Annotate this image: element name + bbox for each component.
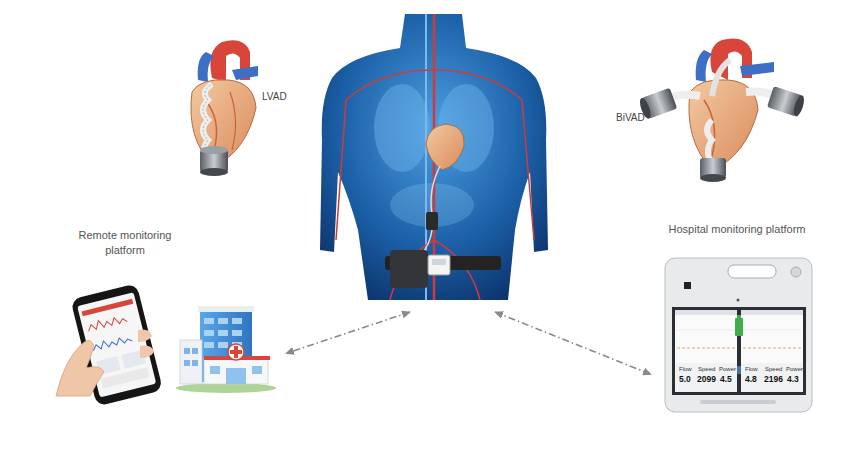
readout-name: Speed <box>765 366 782 372</box>
hospital-building <box>176 306 276 393</box>
readout-value: 2099 <box>697 375 716 384</box>
readout-name: Flow <box>745 366 758 372</box>
platform-title: Hospital monitoring platform <box>667 222 807 237</box>
readout-name: Power <box>719 366 736 372</box>
smartphone <box>56 283 163 406</box>
lvad-heart <box>191 40 258 176</box>
data-link-arrow <box>495 312 651 374</box>
platform-title: Remote monitoring platform <box>60 228 190 258</box>
device-label: LVAD <box>262 92 287 102</box>
data-link-arrow <box>286 312 410 353</box>
readout-name: Speed <box>698 366 715 372</box>
readout-value: 4.3 <box>787 375 799 384</box>
readout-name: Power <box>786 366 803 372</box>
hospital-monitor <box>665 258 812 412</box>
patient-node <box>318 18 548 308</box>
readout-value: 5.0 <box>679 375 691 384</box>
bivad-heart <box>638 39 806 183</box>
hospital-platform: Hospital monitoring platform <box>655 218 820 416</box>
remote-platform: Remote monitoring platform <box>50 222 282 402</box>
patient-torso <box>320 14 548 300</box>
readout-name: Flow <box>679 366 692 372</box>
device-label: BiVAD <box>616 113 645 123</box>
readout-value: 4.8 <box>745 375 757 384</box>
readout-value: 4.5 <box>720 375 732 384</box>
readout-value: 2196 <box>764 375 783 384</box>
